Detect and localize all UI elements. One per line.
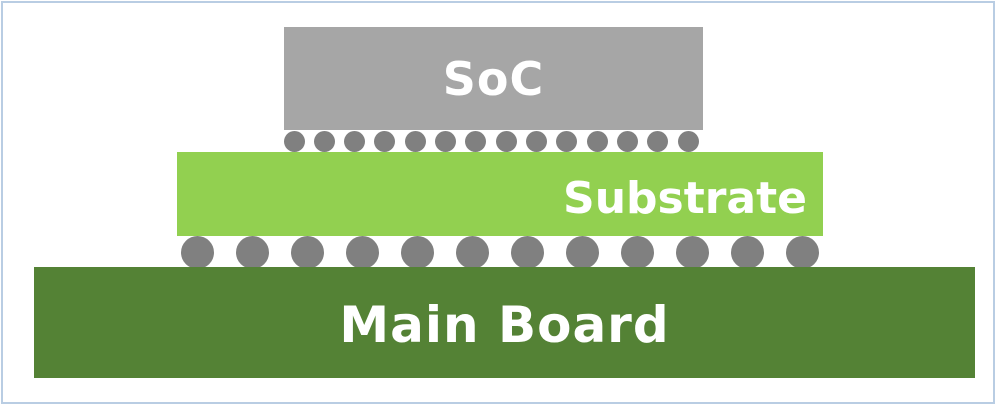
upper-solder-ball xyxy=(525,130,547,152)
upper-solder-ball xyxy=(283,130,305,152)
main-board-label: Main Board xyxy=(339,295,670,354)
upper-solder-ball xyxy=(677,130,699,152)
lower-solder-ball xyxy=(180,235,214,269)
soc-label: SoC xyxy=(442,51,545,106)
lower-solder-ball xyxy=(290,235,324,269)
lower-solder-ball xyxy=(455,235,489,269)
substrate-label: Substrate xyxy=(563,172,807,224)
upper-solder-ball xyxy=(344,130,366,152)
upper-solder-ball xyxy=(404,130,426,152)
substrate-block: Substrate xyxy=(177,152,823,236)
lower-solder-ball xyxy=(565,235,599,269)
upper-solder-ball xyxy=(435,130,457,152)
upper-solder-ball xyxy=(495,130,517,152)
upper-solder-ball xyxy=(556,130,578,152)
upper-solder-ball xyxy=(374,130,396,152)
upper-solder-ball xyxy=(616,130,638,152)
upper-solder-ball xyxy=(313,130,335,152)
upper-solder-ball xyxy=(586,130,608,152)
lower-solder-ball xyxy=(400,235,434,269)
lower-solder-ball xyxy=(510,235,544,269)
lower-solder-ball xyxy=(345,235,379,269)
main-board-block: Main Board xyxy=(34,267,975,378)
upper-solder-ball xyxy=(647,130,669,152)
lower-solder-ball xyxy=(235,235,269,269)
upper-solder-ball xyxy=(465,130,487,152)
lower-solder-ball xyxy=(620,235,654,269)
lower-solder-ball xyxy=(675,235,709,269)
lower-solder-ball xyxy=(730,235,764,269)
soc-block: SoC xyxy=(284,27,703,130)
lower-solder-ball xyxy=(785,235,819,269)
